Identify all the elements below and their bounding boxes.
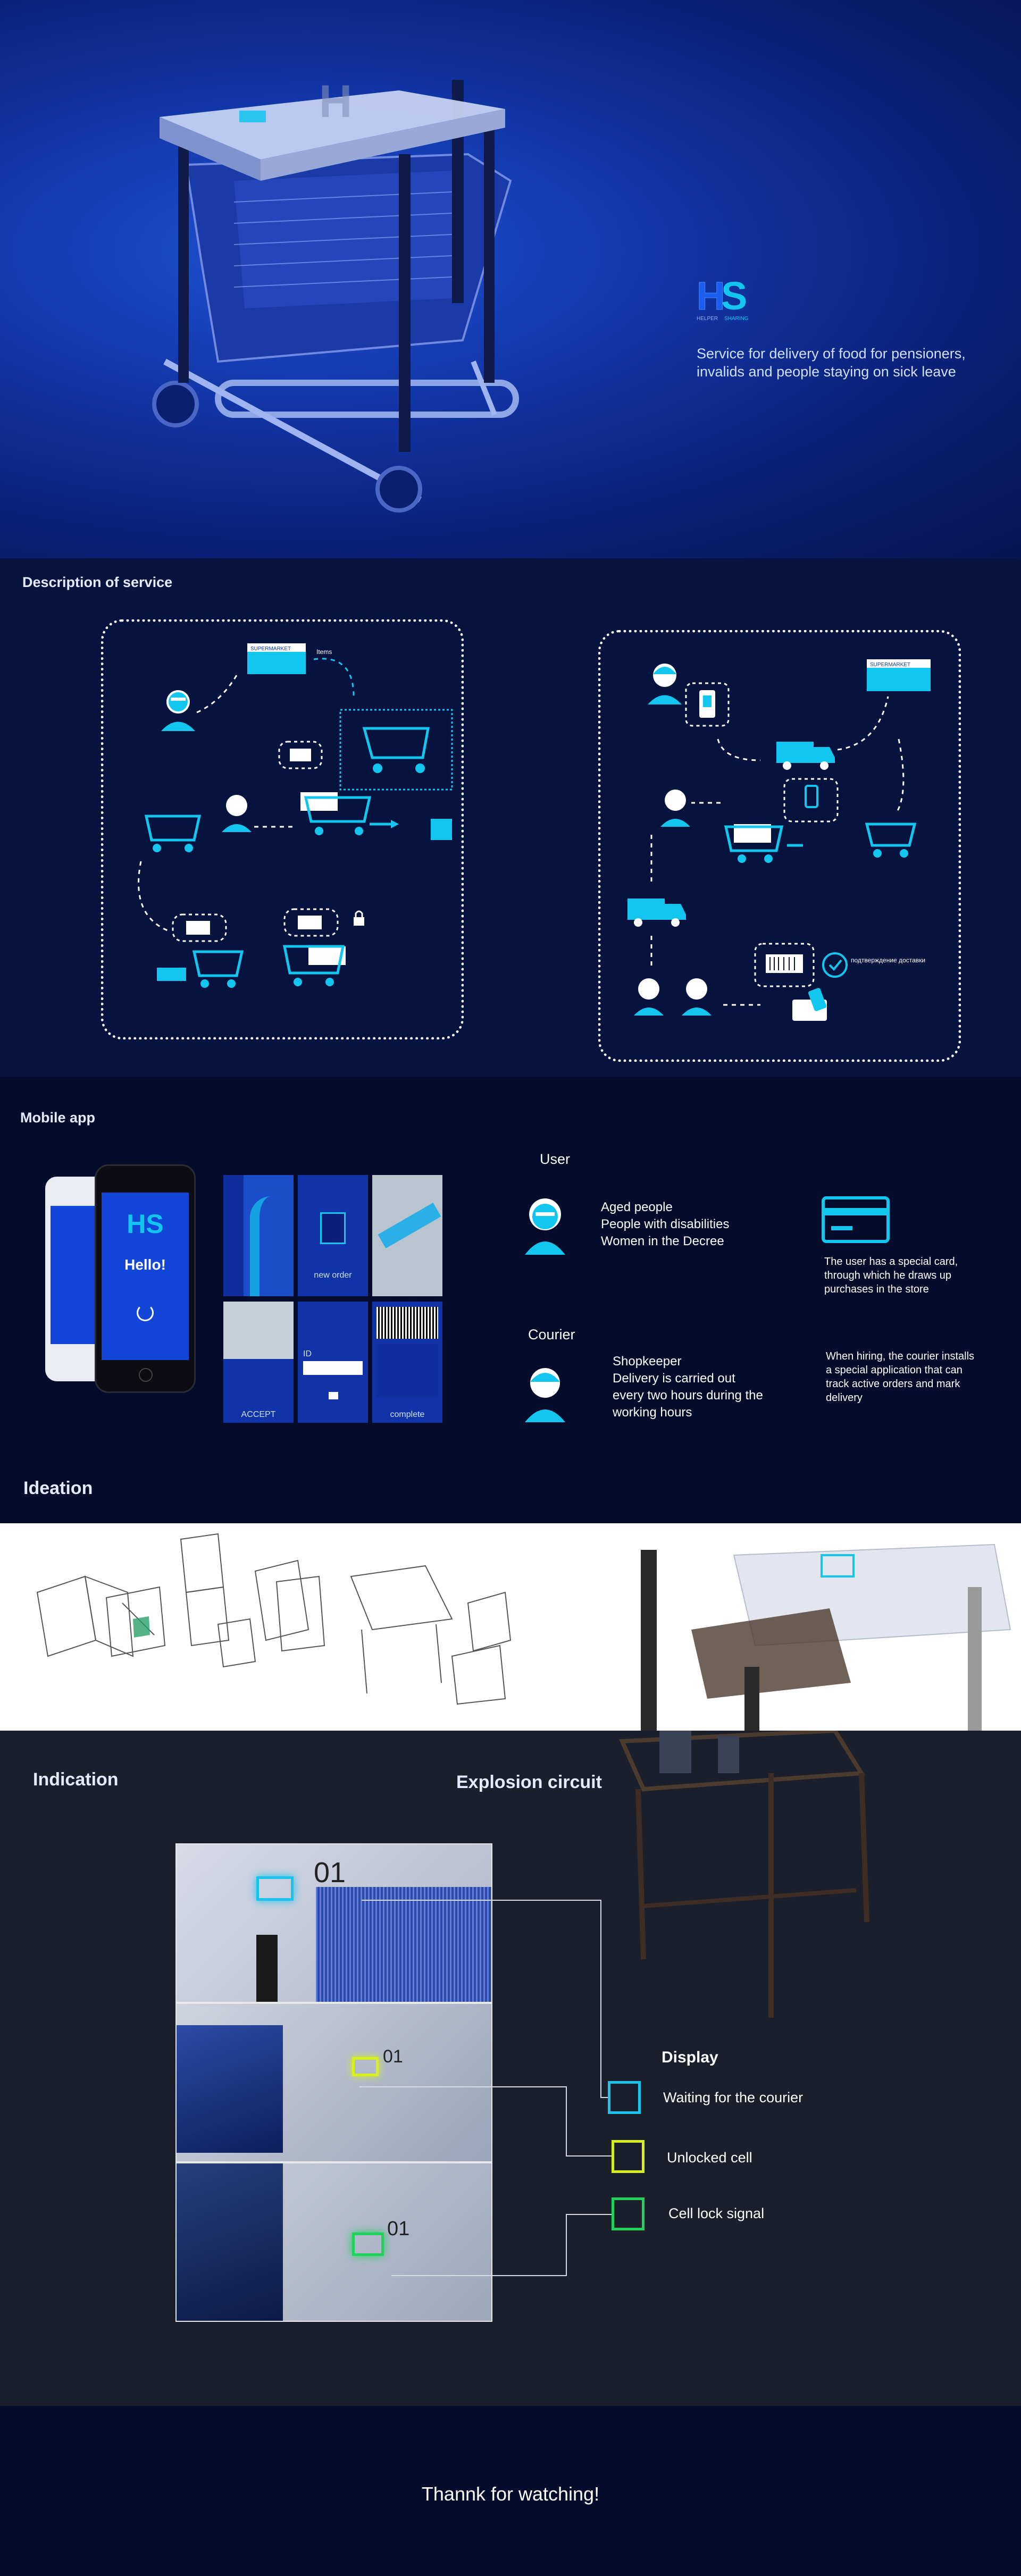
svg-text:SUPERMARKET: SUPERMARKET — [250, 646, 291, 652]
svg-text:Items: Items — [316, 648, 332, 656]
return-cart-icon — [282, 945, 346, 986]
supermarket-icon: SUPERMARKET — [247, 643, 306, 674]
explosion-frame — [618, 1731, 869, 2018]
thanks-text: Thannk for watching! — [421, 2483, 600, 2505]
courier-icon-2 — [660, 790, 690, 827]
lock-icon — [354, 910, 364, 926]
phone-screen: HS Hello! — [102, 1193, 189, 1360]
shopping-cart-icon — [362, 727, 430, 773]
svg-text:SUPERMARKET: SUPERMARKET — [870, 662, 910, 668]
card-tap-icon — [792, 988, 827, 1021]
filled-cart-icon — [144, 815, 202, 852]
app-screen-accept[interactable]: ACCEPT — [223, 1302, 294, 1423]
user-description: Aged people People with disabilities Wom… — [601, 1200, 730, 1248]
photo-cell-lock: 01 — [175, 2162, 492, 2322]
ideation-title: Ideation — [23, 1478, 93, 1498]
courier-flow-diagram: SUPERMARKET — [598, 630, 961, 1062]
mobile-title: Mobile app — [20, 1110, 95, 1126]
pensioner-icon — [222, 795, 252, 832]
status-light-yellow — [352, 2057, 379, 2076]
state-lock-label: Cell lock signal — [668, 2205, 765, 2221]
card-description: The user has a special card, through whi… — [824, 1256, 958, 1295]
photo-unlocked-cell: 01 — [175, 2003, 492, 2162]
user-role-title: User — [540, 1151, 571, 1167]
svg-text:S: S — [721, 276, 747, 318]
photo-waiting-courier: 01 — [175, 1843, 492, 2003]
display-heading: Display — [662, 2049, 718, 2066]
indicator-green — [612, 2197, 645, 2230]
loading-spinner-icon — [137, 1304, 154, 1321]
home-button-icon[interactable] — [139, 1368, 153, 1382]
ideation-section: Ideation — [0, 1454, 1021, 1731]
phone-greeting: Hello! — [124, 1256, 166, 1273]
user-flow-diagram: SUPERMARKET Items — [101, 619, 464, 1039]
loaded-cart-icon — [724, 824, 784, 863]
courier-app-description: When hiring, the courier installs a spec… — [826, 1350, 975, 1404]
indication-section: Indication Explosion circuit 01 01 01 — [0, 1731, 1021, 2406]
phone-front: HS Hello! — [95, 1164, 196, 1393]
cart-barcode-icon — [300, 792, 372, 835]
indicator-yellow — [612, 2140, 645, 2173]
explosion-title: Explosion circuit — [456, 1772, 602, 1792]
svg-text:H: H — [697, 276, 725, 318]
delivery-van-icon-2 — [627, 899, 686, 927]
delivery-box-icon — [431, 819, 452, 840]
picked-cart-icon — [865, 823, 917, 858]
barcode-icon — [376, 1307, 438, 1339]
hero-section: H H S HELPER SHARING Service for deliver… — [0, 0, 1021, 558]
unlock-icon — [329, 1392, 338, 1399]
app-screen-menu — [223, 1175, 294, 1296]
callout-lines — [359, 1900, 612, 2276]
elderly-user-icon — [161, 690, 195, 731]
phone-logo: HS — [127, 1209, 164, 1239]
hs-logo: H S HELPER SHARING — [697, 276, 749, 322]
courier-icon — [525, 1368, 565, 1422]
special-card-icon — [822, 1196, 890, 1243]
sketch-band — [0, 1523, 1021, 1731]
hero-tagline: Service for delivery of food for pension… — [697, 346, 966, 380]
app-screen-map — [372, 1175, 442, 1296]
status-light-green — [352, 2233, 384, 2256]
status-light-cyan — [256, 1876, 294, 1901]
supermarket-icon-right: SUPERMARKET — [867, 659, 931, 691]
svg-text:HELPER: HELPER — [697, 316, 718, 322]
state-unlocked-label: Unlocked cell — [667, 2150, 752, 2166]
delivery-van-icon — [776, 742, 835, 770]
courier-role-title: Courier — [528, 1327, 575, 1342]
footer-section: Thannk for watching! — [0, 2406, 1021, 2576]
svg-text:SHARING: SHARING — [724, 316, 749, 322]
cart-sketches — [36, 1533, 1011, 1731]
indicator-cyan — [608, 2081, 641, 2114]
description-section: Description of service SUPERMARKET Items — [0, 558, 1021, 1077]
svg-text:подтверждение доставки: подтверждение доставки — [851, 956, 925, 964]
description-title: Description of service — [22, 574, 173, 590]
phone-alert-icon — [699, 690, 715, 718]
lid-watermark: H — [319, 76, 352, 127]
app-screen-complete[interactable]: complete — [372, 1302, 442, 1423]
barcode-icon — [766, 954, 803, 973]
mobile-app-section: Mobile app HS Hello! new order ACCEPT ID… — [0, 1077, 1021, 1454]
courier-icon — [648, 664, 682, 704]
courier-icon-3 — [634, 978, 664, 1016]
confirm-check-icon — [822, 952, 848, 978]
courier-description: Shopkeeper Delivery is carried out every… — [613, 1354, 763, 1420]
phone-track-icon — [805, 785, 818, 808]
state-waiting-label: Waiting for the courier — [663, 2090, 804, 2105]
app-screen-new-order[interactable]: new order — [298, 1175, 368, 1296]
bottom-cart-icon — [192, 950, 244, 988]
elderly-user-icon — [525, 1198, 565, 1255]
indication-title: Indication — [33, 1769, 119, 1790]
smart-cart-render: H — [152, 76, 519, 513]
app-screen-id[interactable]: ID — [298, 1302, 368, 1423]
elderly-recipient-icon — [682, 978, 712, 1016]
